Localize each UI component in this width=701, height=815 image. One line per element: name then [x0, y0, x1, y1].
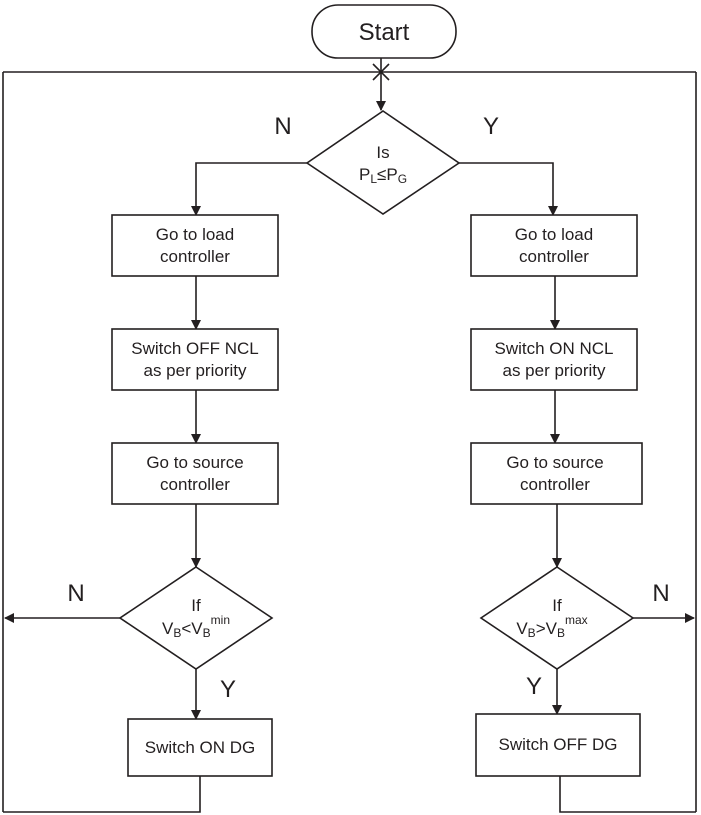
right-box-load-controller: Go to load controller	[470, 214, 638, 277]
svg-text:Go to load: Go to load	[156, 225, 234, 244]
decision-main-expression: PL≤PG	[359, 165, 407, 186]
left-box-load-controller: Go to load controller	[111, 214, 279, 277]
svg-text:Switch OFF DG: Switch OFF DG	[498, 735, 617, 754]
svg-text:Go to source: Go to source	[506, 453, 603, 472]
svg-text:controller: controller	[520, 475, 590, 494]
svg-text:Switch ON DG: Switch ON DG	[145, 738, 256, 757]
svg-text:VB>VBmax: VB>VBmax	[516, 613, 587, 640]
svg-text:If: If	[191, 596, 201, 615]
svg-text:controller: controller	[519, 247, 589, 266]
left-no-label: N	[67, 580, 84, 607]
right-box-switch-on-ncl: Switch ON NCL as per priority	[470, 328, 638, 391]
decision-main-line1: Is	[376, 143, 389, 162]
start-terminator: Start	[311, 4, 457, 59]
right-box-switch-off-dg: Switch OFF DG	[475, 713, 641, 777]
right-yes-label: Y	[526, 673, 542, 700]
left-yes-label: Y	[220, 676, 236, 703]
loop-back-lines	[2, 58, 697, 812]
svg-text:Go to load: Go to load	[515, 225, 593, 244]
svg-text:controller: controller	[160, 475, 230, 494]
left-box-switch-on-dg: Switch ON DG	[127, 718, 273, 777]
junction-cross-icon	[372, 63, 390, 81]
left-decision-battery-min: If VB<VBmin	[118, 566, 274, 670]
right-decision-battery-max: If VB>VBmax	[479, 566, 635, 670]
svg-text:Go to source: Go to source	[146, 453, 243, 472]
branch-no-label: N	[274, 113, 291, 140]
svg-text:controller: controller	[160, 247, 230, 266]
svg-text:as per priority: as per priority	[503, 361, 606, 380]
svg-text:VB<VBmin: VB<VBmin	[162, 613, 230, 640]
left-box-switch-off-ncl: Switch OFF NCL as per priority	[111, 328, 279, 391]
right-box-source-controller: Go to source controller	[470, 442, 643, 505]
svg-text:If: If	[552, 596, 562, 615]
branch-yes-label: Y	[483, 113, 499, 140]
left-box-source-controller: Go to source controller	[111, 442, 279, 505]
start-label: Start	[359, 19, 410, 46]
svg-text:as per priority: as per priority	[144, 361, 247, 380]
right-no-label: N	[652, 580, 669, 607]
decision-power-check: Is PL≤PG	[305, 110, 461, 215]
svg-text:Switch OFF NCL: Switch OFF NCL	[131, 339, 259, 358]
svg-text:Switch ON NCL: Switch ON NCL	[494, 339, 613, 358]
